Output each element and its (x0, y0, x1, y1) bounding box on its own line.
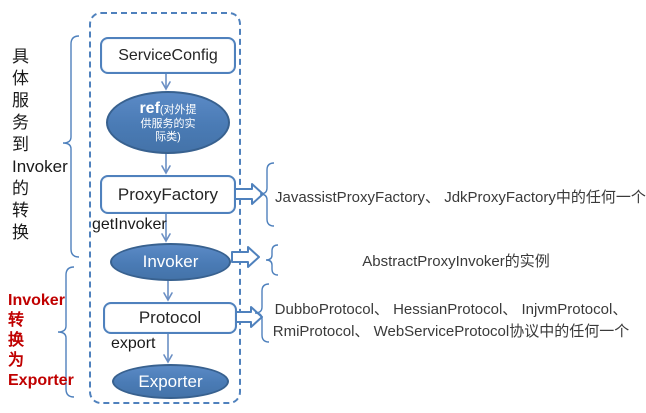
brace-right-proxyfactory (259, 162, 275, 227)
arrow-invoker-to-protocol (163, 278, 173, 302)
annotation-service-to-invoker: 具 体 服 务 到 Invoker 的 转 换 (12, 46, 68, 244)
annotation-line: 的 (12, 179, 29, 198)
edge-label-export: export (111, 335, 156, 352)
node-label: Invoker (142, 252, 199, 271)
node-protocol: Protocol (103, 302, 237, 334)
annotation-line: Invoker (8, 292, 65, 309)
node-label: ServiceConfig (118, 46, 218, 64)
brace-right-invoker (265, 244, 279, 276)
annotation-line: RmiProtocol、 WebServiceProtocol协议中的任何一个 (272, 323, 630, 340)
flow-boundary-dashed-rect (89, 12, 241, 404)
arrow-protocol-to-exporter (163, 331, 173, 364)
edge-label-getinvoker: getInvoker (92, 216, 167, 233)
annotation-line: 换 (8, 332, 25, 349)
annotation-line: 服 (12, 91, 29, 110)
brace-left-service-to-invoker (62, 35, 80, 258)
annotation-protocol-implementations: DubboProtocol、 HessianProtocol、 InjvmPro… (262, 299, 640, 343)
node-invoker: Invoker (110, 243, 231, 281)
node-label: Protocol (138, 308, 202, 327)
annotation-line: 换 (12, 223, 29, 242)
arrow-ref-to-proxyfactory (161, 151, 171, 175)
annotation-invoker-instance: AbstractProxyInvoker的实例 (362, 253, 550, 270)
annotation-line: Invoker (12, 157, 68, 176)
node-exporter: Exporter (112, 364, 229, 399)
annotation-line: 为 (8, 352, 25, 369)
arrow-proxyfactory-to-invoker (161, 211, 171, 243)
annotation-line: 转 (12, 201, 29, 220)
node-label: ref(对外提 (139, 100, 197, 117)
annotation-line: Exporter (8, 372, 74, 389)
block-arrow-proxyfactory (233, 183, 264, 205)
annotation-line: 务 (12, 113, 29, 132)
node-serviceconfig: ServiceConfig (100, 37, 236, 74)
annotation-invoker-to-exporter: Invoker 转 换 为 Exporter (8, 291, 74, 391)
arrow-serviceconfig-to-ref (161, 71, 171, 91)
node-label: ProxyFactory (117, 184, 219, 204)
node-label: 际类) (155, 131, 181, 143)
node-label: 供服务的实 (140, 118, 196, 130)
annotation-line: 具 (12, 47, 29, 66)
node-label: Exporter (138, 371, 203, 391)
annotation-proxyfactory-implementations: JavassistProxyFactory、 JdkProxyFactory中的… (275, 189, 646, 206)
brace-left-invoker-to-exporter (57, 266, 75, 398)
annotation-line: 转 (8, 312, 25, 329)
block-arrow-invoker (231, 246, 260, 268)
node-proxyfactory: ProxyFactory (100, 175, 236, 214)
node-ref: ref(对外提 供服务的实 际类) (106, 91, 230, 154)
block-arrow-protocol (233, 306, 263, 328)
annotation-line: DubboProtocol、 HessianProtocol、 InjvmPro… (274, 301, 628, 318)
annotation-line: 体 (12, 69, 29, 88)
brace-right-protocol (254, 283, 270, 343)
annotation-line: 到 (12, 135, 29, 154)
